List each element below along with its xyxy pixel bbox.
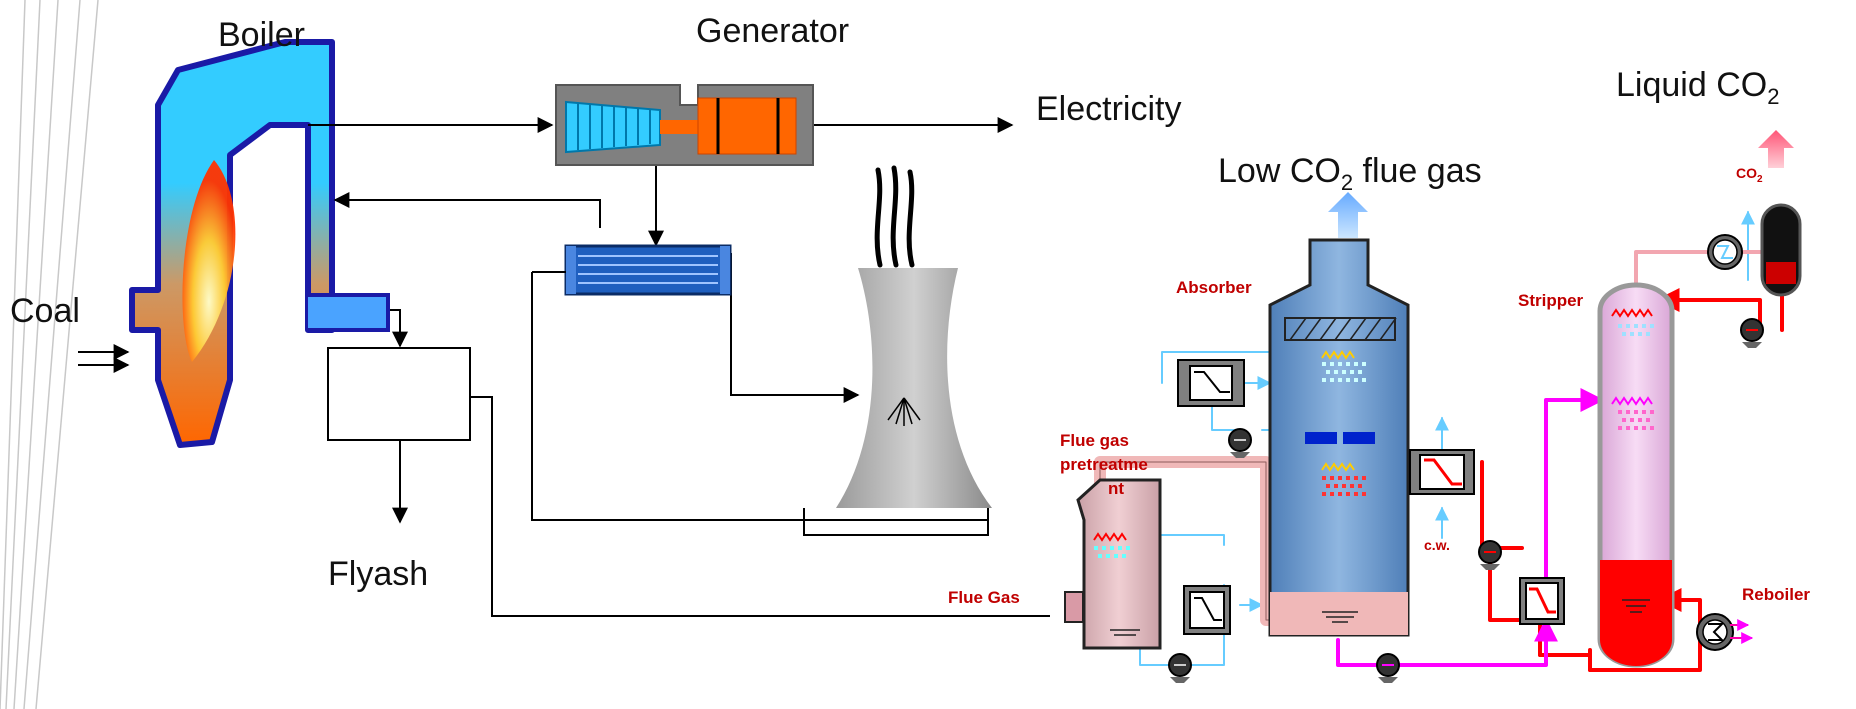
electricity-label: Electricity [1036, 90, 1181, 128]
boiler [129, 39, 390, 448]
reboiler [1696, 613, 1754, 651]
generator-label: Generator [696, 12, 849, 50]
pretreatment-label-line2: pretreatme [1060, 455, 1148, 474]
lean-solvent-pump [1478, 540, 1502, 570]
absorber-label: Absorber [1176, 278, 1252, 297]
low-co2-outlet-arrow [1328, 192, 1368, 238]
pretreatment-cooler [1183, 585, 1231, 635]
svg-text:Low CO2 flue gas: Low CO2 flue gas [1218, 152, 1482, 195]
coal-label: Coal [10, 292, 80, 330]
low-co2-label-sub: 2 [1341, 170, 1353, 195]
condenser-to-tower-line [730, 253, 860, 403]
low-co2-label-prefix: Low CO [1218, 152, 1341, 190]
condensate-return-line [333, 192, 601, 228]
stripper-label: Stripper [1518, 291, 1584, 310]
boiler-label: Boiler [218, 16, 305, 54]
rich-solvent-line [1336, 638, 1380, 667]
co2-outlet-arrow [1758, 130, 1794, 168]
reflux-pump [1740, 318, 1764, 348]
stripper-condenser [1707, 234, 1743, 270]
rich-solvent-pump [1376, 653, 1400, 683]
svg-text:CO2: CO2 [1736, 165, 1763, 185]
decorative-lines [0, 0, 99, 709]
stripper-column [1597, 282, 1675, 668]
pretreatment-label-line3: nt [1108, 479, 1124, 498]
reboiler-label: Reboiler [1742, 585, 1810, 604]
particulate-collector [327, 347, 471, 441]
liquid-co2-label-sub: 2 [1767, 84, 1779, 109]
cw-label: c.w. [1424, 537, 1450, 553]
lean-solvent-cooler [1409, 449, 1475, 495]
pretreatment-pump [1168, 653, 1192, 683]
cooling-tower [803, 165, 992, 536]
pretreatment-column [1064, 478, 1162, 650]
flue-gas-to-capture-line [470, 396, 1050, 617]
flyash-label: Flyash [328, 555, 428, 593]
cross-heat-exchanger [1519, 577, 1565, 625]
stripper-overhead-line [1634, 250, 1714, 287]
co2-small-label-sub: 2 [1757, 174, 1763, 185]
flue-gas-label: Flue Gas [948, 588, 1020, 607]
coal-inlet-arrows [78, 344, 130, 373]
reflux-drum [1760, 203, 1802, 297]
generator [555, 84, 814, 166]
absorber-pump [1228, 428, 1252, 458]
tower-return-line [531, 272, 988, 521]
low-co2-label-suffix: flue gas [1353, 152, 1482, 190]
pretreatment-label-line1: Flue gas [1060, 431, 1129, 450]
flue-gas-drop-line [390, 309, 408, 348]
absorber-column [1268, 238, 1410, 637]
condenser [564, 244, 732, 296]
liquid-co2-label-prefix: Liquid CO [1616, 66, 1767, 104]
svg-text:Liquid CO2: Liquid CO2 [1616, 66, 1779, 109]
absorber-intercooler-loop [1161, 351, 1309, 384]
absorber-top-cooler [1177, 359, 1245, 407]
co2-small-label-prefix: CO [1736, 165, 1757, 181]
